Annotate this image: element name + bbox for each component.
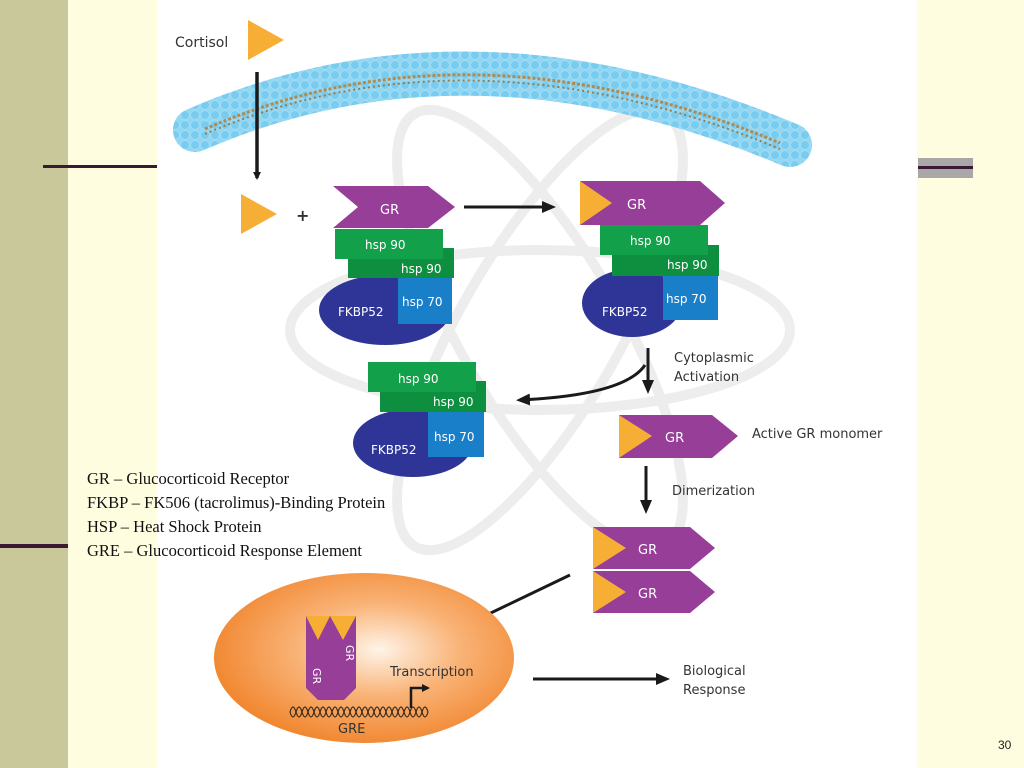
right-title-rule [918, 166, 973, 169]
cortisol-icon [593, 527, 626, 569]
released-chaperone-complex: hsp 90 hsp 90 hsp 70 FKBP52 [353, 362, 486, 477]
hsp70-shape [428, 411, 484, 457]
gr-shape [580, 181, 725, 225]
nucleus [214, 573, 514, 743]
response-label: Response [683, 683, 745, 698]
plus-sign: + [296, 206, 309, 225]
activation-label: Activation [674, 370, 739, 385]
legend-item-gr: GR – Glucocorticoid Receptor [87, 469, 290, 488]
dimerization-label: Dimerization [672, 484, 755, 499]
cell-membrane [173, 51, 812, 167]
legend-item-gre: GRE – Glucocorticoid Response Element [87, 541, 362, 560]
bound-gr-complex: GR hsp 90 hsp 90 hsp 70 FKBP52 [580, 181, 725, 337]
dna-strand [289, 706, 429, 718]
cortisol-icon [619, 415, 652, 458]
left-title-rule [43, 165, 157, 168]
cortisol-triangle-icon [248, 20, 284, 60]
fkbp52-label: FKBP52 [602, 305, 648, 319]
inactive-gr-complex: GR hsp 90 hsp 90 hsp 70 FKBP52 [319, 186, 455, 345]
dna-strand [289, 706, 429, 718]
cortisol-icon [330, 616, 356, 640]
hsp90-bottom-label: hsp 90 [433, 395, 474, 409]
transcription-start-arrow [409, 684, 430, 708]
fkbp52-label: FKBP52 [371, 443, 417, 457]
biological-label: Biological [683, 664, 746, 679]
hsp90-top-shape [600, 225, 708, 255]
gr-dimer: GR GR [593, 527, 715, 613]
active-monomer-label: Active GR monomer [752, 427, 883, 442]
hsp70-shape [398, 278, 452, 324]
legend-item-hsp: HSP – Heat Shock Protein [87, 517, 262, 536]
legend-item-fkbp: FKBP – FK506 (tacrolimus)-Binding Protei… [87, 493, 386, 512]
transcription-label: Transcription [389, 665, 474, 680]
hsp70-label: hsp 70 [402, 295, 443, 309]
hsp90-top-shape [335, 229, 443, 259]
active-gr-monomer: GR [619, 415, 738, 458]
cortisol-label: Cortisol [175, 35, 228, 51]
hsp70-shape [663, 275, 718, 320]
bound-cortisol-icon [580, 181, 612, 225]
hsp90-top-label: hsp 90 [365, 238, 406, 252]
cytoplasmic-label: Cytoplasmic [674, 351, 754, 366]
abbreviation-legend: GR – Glucocorticoid Receptor FKBP – FK50… [87, 467, 385, 563]
gr-label-left: GR [310, 668, 323, 685]
gr-label: GR [627, 198, 646, 213]
cortisol-icon [306, 616, 330, 640]
chaperone-release-arrow [516, 364, 647, 406]
gr-label-top: GR [638, 543, 657, 558]
gr-label-right: GR [343, 645, 356, 662]
gr-label-bottom: GR [638, 587, 657, 602]
hsp70-label: hsp 70 [434, 430, 475, 444]
dna-bound-gr-dimer: GR GR [306, 616, 356, 700]
gr-label: GR [380, 203, 399, 218]
hsp90-top-label: hsp 90 [398, 372, 439, 386]
fkbp52-label: FKBP52 [338, 305, 384, 319]
free-cortisol-icon [241, 194, 277, 234]
fkbp52-shape [582, 269, 682, 337]
hsp90-top-shape [368, 362, 476, 392]
hsp90-top-label: hsp 90 [630, 234, 671, 248]
gre-label: GRE [338, 722, 365, 737]
hsp70-label: hsp 70 [666, 292, 707, 306]
hsp90-bottom-label: hsp 90 [667, 258, 708, 272]
page-number: 30 [998, 738, 1012, 752]
gr-shape [333, 186, 455, 228]
left-decorative-band [0, 0, 68, 768]
cortisol-icon [593, 571, 626, 613]
hsp90-bottom-label: hsp 90 [401, 262, 442, 276]
bottom-left-rule [0, 544, 68, 548]
gr-label: GR [665, 431, 684, 446]
